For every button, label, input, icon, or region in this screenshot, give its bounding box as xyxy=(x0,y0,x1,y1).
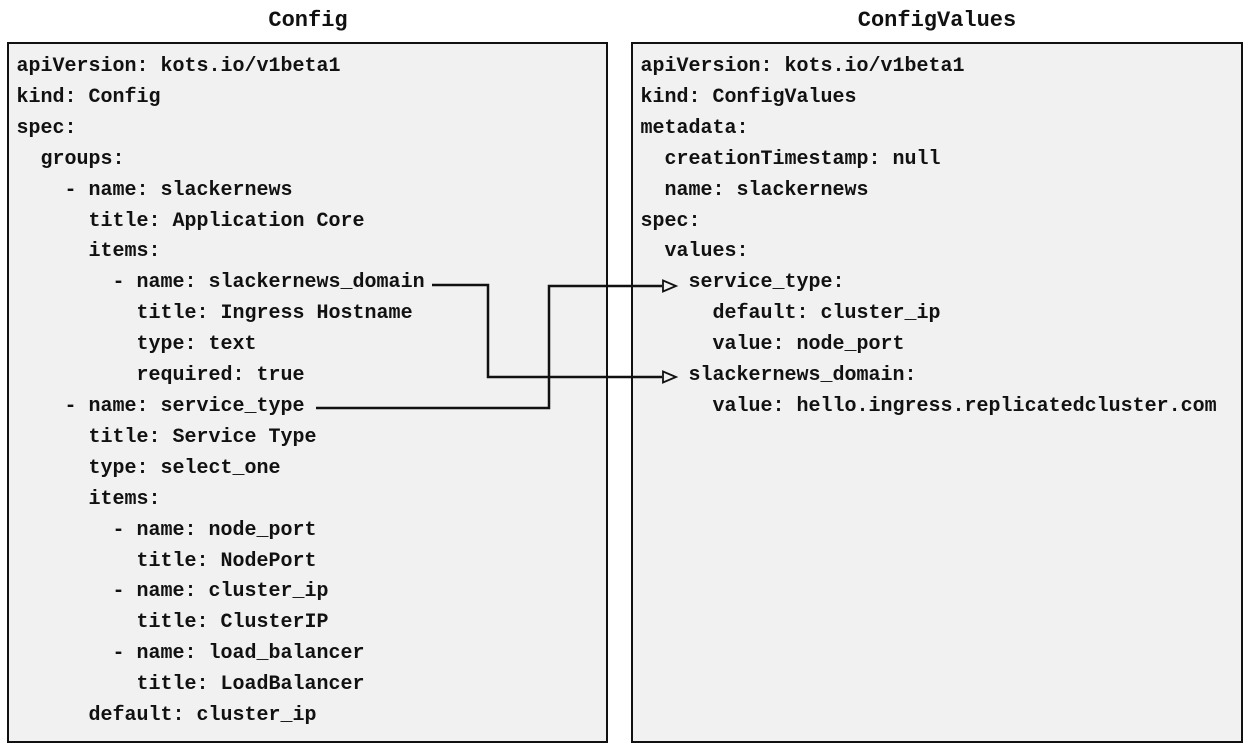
configvalues-panel-title: ConfigValues xyxy=(857,8,1017,33)
configvalues-yaml-panel: apiVersion: kots.io/v1beta1 kind: Config… xyxy=(631,42,1243,743)
config-yaml-panel: apiVersion: kots.io/v1beta1 kind: Config… xyxy=(7,42,608,743)
config-panel-title: Config xyxy=(268,8,348,33)
config-yaml-text: apiVersion: kots.io/v1beta1 kind: Config… xyxy=(16,55,425,728)
configvalues-yaml-text: apiVersion: kots.io/v1beta1 kind: Config… xyxy=(640,55,1217,418)
